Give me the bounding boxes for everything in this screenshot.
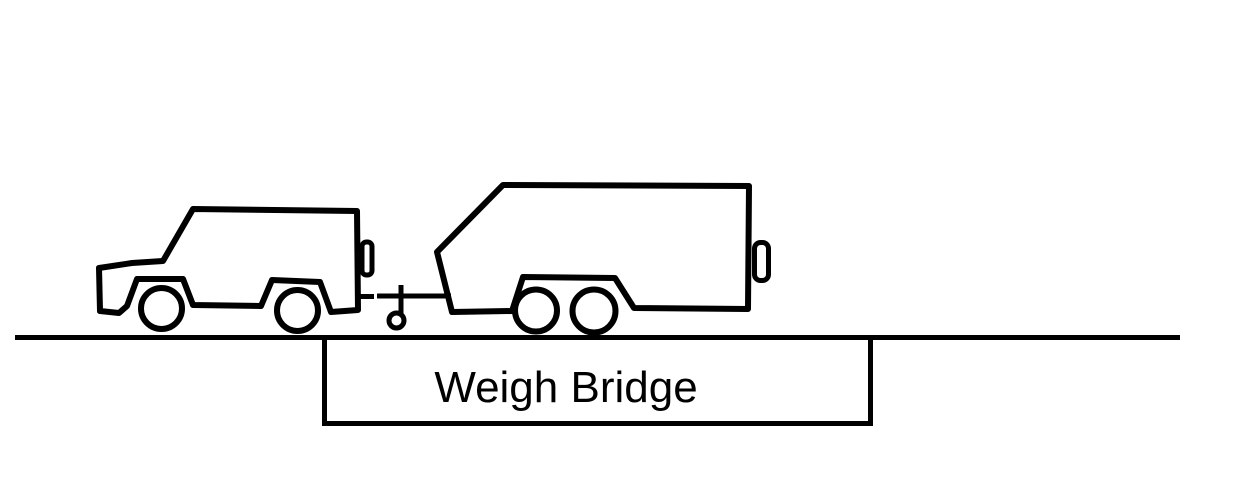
car-rear-bracket xyxy=(359,239,375,278)
car xyxy=(96,206,375,334)
hitch-coupler-ring xyxy=(386,310,407,331)
trailer-body xyxy=(434,182,752,315)
weigh-bridge: Weigh Bridge xyxy=(322,335,873,426)
trailer-front-wheel xyxy=(512,286,560,335)
weigh-bridge-label: Weigh Bridge xyxy=(434,363,697,412)
tow-hitch xyxy=(377,285,451,331)
car-rear-wheel xyxy=(274,287,321,334)
weigh-bridge-box xyxy=(322,335,873,426)
trailer-rear-bracket xyxy=(752,240,771,283)
trailer-rear-wheel xyxy=(569,286,619,336)
car-front-wheel xyxy=(138,285,185,332)
car-body xyxy=(96,206,361,316)
trailer xyxy=(434,182,771,336)
